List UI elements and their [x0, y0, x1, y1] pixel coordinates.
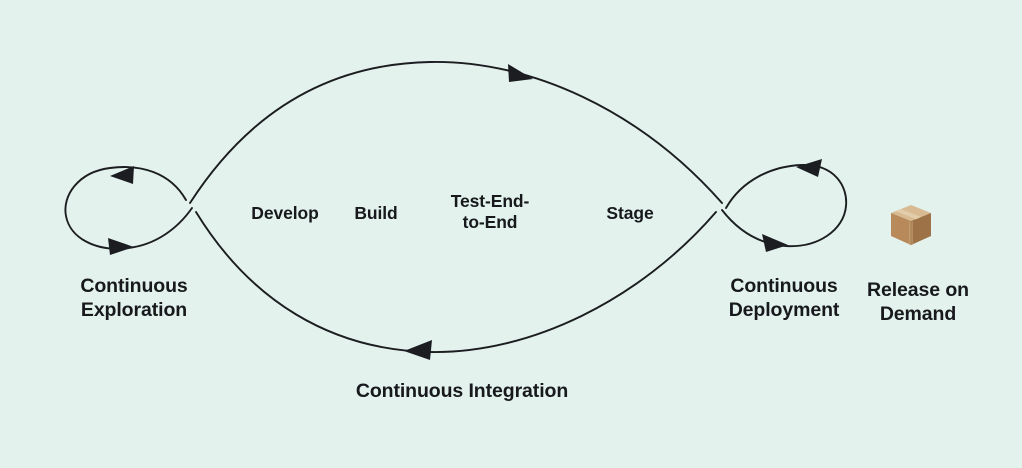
- stage-label-release-on-demand: Release on Demand: [867, 279, 969, 325]
- phase-label-build: Build: [354, 203, 398, 223]
- stage-label-continuous-integration: Continuous Integration: [355, 380, 569, 402]
- stage-label-continuous-deployment: Continuous Deployment: [728, 275, 840, 321]
- phase-label-stage: Stage: [606, 203, 654, 223]
- bottom-arc-arrow-icon: [404, 340, 432, 360]
- top-arc-path: [189, 61, 723, 204]
- right-loop-path: [721, 164, 848, 247]
- phase-label-develop: Develop: [251, 203, 319, 223]
- left-loop-top-arrow-icon: [110, 166, 134, 184]
- stage-label-continuous-exploration: Continuous Exploration: [80, 275, 188, 321]
- top-arc-arrow-icon: [508, 64, 533, 82]
- right-loop-top-arrow-icon: [796, 159, 822, 177]
- left-loop-path: [64, 166, 193, 250]
- package-box-icon: [891, 205, 931, 245]
- phase-label-test-end-to-end: Test-End- to-End: [450, 191, 530, 233]
- right-loop-bottom-arrow-icon: [762, 234, 788, 252]
- left-loop-bottom-arrow-icon: [108, 238, 134, 255]
